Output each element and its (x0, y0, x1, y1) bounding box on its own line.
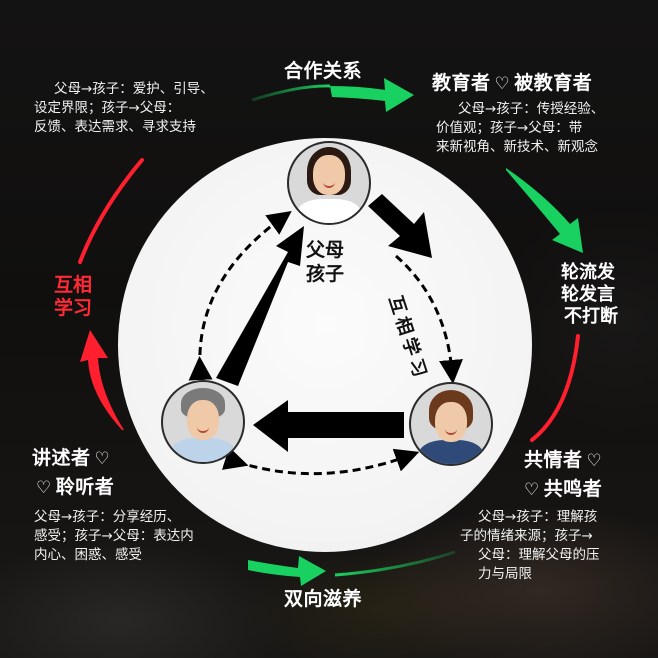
black-arrow-right-to-left (253, 400, 404, 452)
heart-icon: ♡ (94, 449, 111, 469)
red-arc-left-top (78, 158, 144, 264)
label-cooperation: 合作关系 (284, 60, 363, 82)
dashed-arrow-right (395, 254, 463, 384)
red-arc-right (530, 334, 580, 442)
dashed-arrow-bottom (221, 446, 420, 476)
green-arrow-top (251, 78, 414, 112)
red-arrow-left (80, 330, 124, 430)
avatar-mother (287, 141, 371, 225)
center-label-parent: 父母 (306, 239, 345, 261)
black-arrow-left-to-top (216, 226, 304, 386)
label-mutual-nourishment: 双向滋养 (284, 588, 363, 610)
black-arrow-top-to-right (368, 194, 432, 258)
center-label: 父母 孩子 (306, 238, 344, 286)
label-take-turns: 轮流发 轮发言 不打断 (561, 262, 618, 327)
desc-top-right: 父母→孩子：传授经验、 价值观；孩子→父母：带 来新视角、新技术、新观念 (436, 101, 605, 155)
green-arrow-right (506, 168, 583, 253)
center-label-child: 孩子 (306, 263, 345, 285)
desc-top-left: 父母→孩子：爱护、引导、 设定界限；孩子→父母： 反馈、表达需求、寻求支持 (34, 81, 214, 135)
title-narrator: 讲述者♡ ♡聆听者 (32, 444, 114, 502)
label-mutual-learning: 互相 学习 (54, 274, 93, 319)
heart-icon: ♡ (524, 480, 540, 500)
avatar-parent (161, 380, 245, 464)
desc-bottom-right: 父母→孩子：理解孩 子的情绪来源；孩子→ 父母：理解父母的压 力与局限 (460, 509, 600, 582)
heart-icon: ♡ (494, 74, 511, 94)
green-arrow-bottom (248, 550, 456, 586)
title-empathizer: 共情者♡ ♡共鸣者 (520, 446, 606, 504)
heart-icon: ♡ (586, 451, 603, 471)
dashed-arrow-left (188, 210, 292, 381)
heart-icon: ♡ (36, 478, 52, 498)
avatar-child (409, 382, 493, 466)
desc-bottom-left: 父母→孩子：分享经历、 感受；孩子→父母：表达内 内心、困惑、感受 (34, 509, 194, 563)
title-educator: 教育者♡被教育者 (432, 72, 593, 94)
